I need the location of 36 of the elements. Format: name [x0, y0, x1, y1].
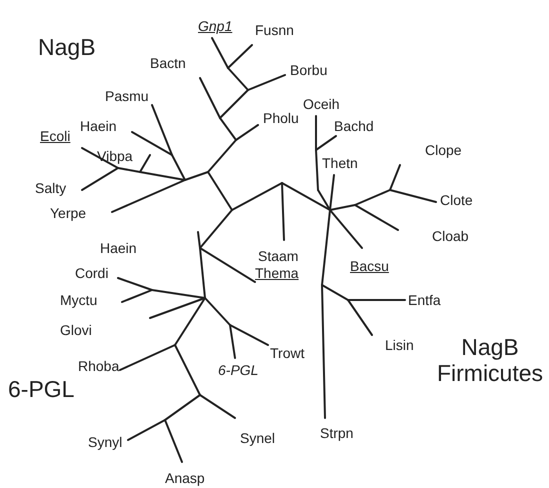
taxon-label: Clote	[440, 192, 473, 208]
taxon-label: Cordi	[75, 265, 108, 281]
group-label: 6-PGL	[8, 376, 74, 402]
taxon-label: Thetn	[322, 155, 358, 171]
taxon-label: Fusnn	[255, 22, 294, 38]
taxon-label: Haein	[80, 118, 117, 134]
taxon-label: Synyl	[88, 434, 122, 450]
taxon-label: Yerpe	[50, 205, 86, 221]
taxon-label: 6-PGL	[218, 362, 258, 378]
taxon-label: Thema	[255, 265, 299, 281]
taxon-label: Rhoba	[78, 358, 120, 374]
taxon-label: Pasmu	[105, 88, 149, 104]
taxon-label: Strpn	[320, 425, 354, 441]
taxon-label: Borbu	[290, 62, 328, 78]
group-label: NagB	[38, 34, 96, 60]
taxon-label: Vibpa	[97, 148, 133, 164]
taxon-label: Gnp1	[198, 18, 232, 34]
taxon-label: Salty	[35, 180, 66, 196]
taxon-label: Entfa	[408, 292, 441, 308]
taxon-label: Clope	[425, 142, 462, 158]
taxon-label: Myctu	[60, 292, 98, 308]
taxon-label: Staam	[258, 248, 298, 264]
taxon-label: Lisin	[385, 337, 414, 353]
taxon-label: Glovi	[60, 322, 92, 338]
group-label: NagB Firmicutes	[436, 334, 544, 386]
taxon-label: Bactn	[150, 55, 186, 71]
taxon-label: Bachd	[334, 118, 374, 134]
taxon-label: Haein	[100, 240, 137, 256]
taxon-label: Cloab	[432, 228, 469, 244]
taxon-label: Trowt	[270, 345, 304, 361]
taxon-label: Bacsu	[350, 258, 389, 274]
taxon-label: Pholu	[263, 110, 299, 126]
taxon-label: Synel	[240, 430, 276, 446]
taxon-label: Ecoli	[40, 128, 70, 144]
taxon-label: Anasp	[165, 470, 205, 486]
taxon-label: Oceih	[303, 96, 340, 112]
